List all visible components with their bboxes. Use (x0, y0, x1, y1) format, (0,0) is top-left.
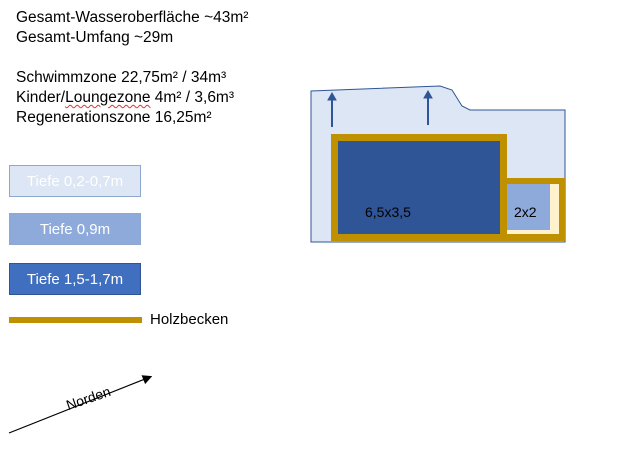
stats-block: Gesamt-Wasseroberfläche ~43m² Gesamt-Umf… (16, 8, 248, 128)
regen-zone-text: Regenerationszone 16,25m² (16, 109, 212, 126)
main-basin-dimension: 6,5x3,5 (365, 204, 411, 220)
main-basin-deep (338, 141, 500, 234)
legend-deep: Tiefe 1,5-1,7m (9, 263, 141, 295)
kids-zone-text: Kinder/Loungezone 4m² / 3,6m³ (16, 89, 235, 106)
legend-shallow: Tiefe 0,2-0,7m (9, 165, 141, 197)
legend-wood-label: Holzbecken (150, 311, 229, 328)
arrow-up-icon (327, 91, 337, 127)
total-area-text: Gesamt-Wasseroberfläche ~43m² (16, 9, 249, 26)
small-basin-medium (507, 184, 550, 230)
legend-medium: Tiefe 0,9m (9, 213, 141, 245)
north-arrow-icon (8, 375, 153, 434)
small-basin-dimension: 2x2 (514, 204, 537, 220)
swim-zone-text: Schwimmzone 22,75m² / 34m³ (16, 69, 227, 86)
total-perimeter-text: Gesamt-Umfang ~29m (16, 29, 174, 46)
arrow-up-icon (423, 89, 433, 125)
legend-wood-line (9, 317, 142, 323)
